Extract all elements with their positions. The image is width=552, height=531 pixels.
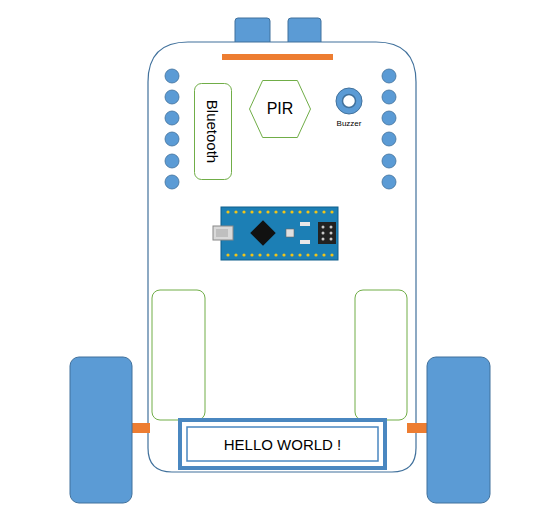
motor-outline (152, 290, 205, 420)
bluetooth-module: Bluetooth (194, 83, 232, 180)
board-outline (148, 42, 416, 472)
pin-dots (165, 69, 396, 189)
axle (407, 423, 428, 433)
display-box: HELLO WORLD ! (178, 418, 387, 470)
wheel (427, 357, 490, 503)
buzzer-symbol (336, 88, 362, 114)
front-bar (222, 54, 333, 60)
motor-outline (355, 290, 407, 420)
arduino-nano (213, 207, 338, 260)
node-text: HELLO WORLD ! (224, 436, 342, 453)
wheel (70, 357, 132, 503)
pir-sensor: PIR (249, 80, 311, 138)
node-text: Bluetooth (205, 100, 222, 163)
axle (131, 423, 150, 433)
node-text: PIR (267, 100, 294, 118)
part-label: Buzzer (337, 119, 362, 128)
